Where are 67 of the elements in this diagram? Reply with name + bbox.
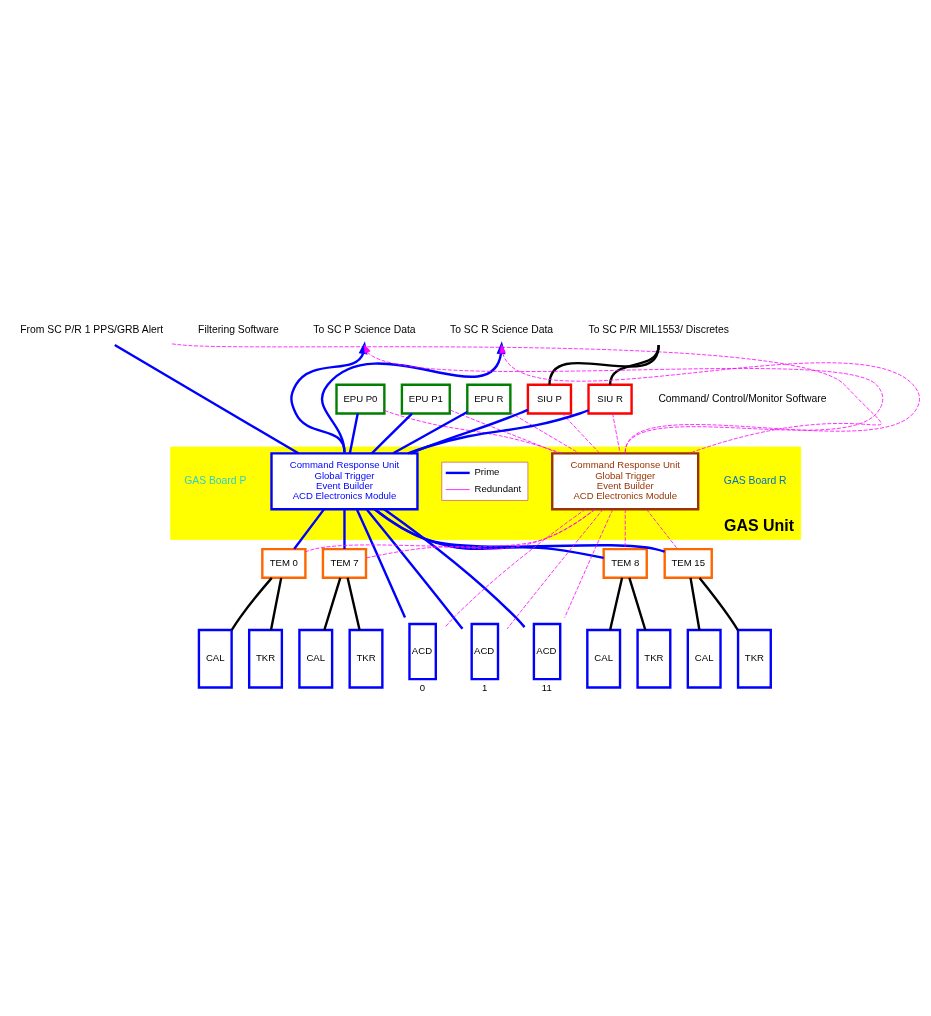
node-box: TEM 15	[663, 547, 713, 579]
connector	[392, 410, 468, 455]
node-box: EPU R	[466, 383, 512, 415]
arrow	[499, 344, 920, 453]
node-box: TKR	[247, 628, 284, 689]
node-label: 0	[419, 682, 426, 694]
node-label: 1	[482, 682, 488, 694]
connector	[449, 409, 560, 454]
node-label: GAS Board R	[723, 474, 787, 486]
node-text: To SC P Science Data	[313, 324, 416, 336]
node-box: EPU P0	[335, 383, 386, 415]
node-label: GAS Board P	[184, 474, 247, 486]
node-box: SIU P	[526, 383, 573, 415]
node-box: TKR	[348, 628, 384, 689]
arrow	[364, 344, 884, 453]
connector	[624, 508, 626, 550]
legend-label: Redundant	[474, 483, 522, 495]
node-box: CAL	[298, 628, 334, 689]
connector	[384, 410, 563, 454]
connector	[365, 508, 464, 630]
node-box: TEM 0	[261, 547, 307, 579]
connector	[371, 412, 413, 455]
connector	[548, 344, 660, 385]
connector	[628, 577, 647, 631]
node-text: To SC P/R MIL1553/ Discretes	[588, 324, 729, 336]
legend-label: Prime	[474, 466, 500, 478]
connector	[355, 508, 407, 619]
node-box: Command Response Unit Global Trigger Event Builder ACD Electronics Module	[270, 452, 419, 511]
connector	[410, 408, 529, 455]
node-box: TKR	[636, 628, 672, 689]
node-box: TEM 7	[321, 547, 368, 579]
connector	[407, 409, 589, 455]
label: Command/ Control/Monitor Software	[658, 392, 827, 404]
connector	[346, 577, 361, 631]
connector	[230, 577, 273, 631]
node-text: To SC R Science Data	[450, 324, 554, 336]
node-box: CAL	[686, 628, 722, 689]
connector	[269, 577, 283, 631]
connector	[444, 508, 586, 628]
connector	[608, 577, 624, 631]
connector	[373, 508, 665, 553]
connector	[564, 509, 614, 618]
connector	[114, 343, 299, 455]
node-box: CAL	[586, 628, 622, 689]
node-box: SIU R	[587, 383, 633, 415]
connector	[689, 577, 701, 631]
connector	[293, 508, 325, 550]
node-text: From SC P/R 1 PPS/GRB Alert	[20, 324, 164, 336]
connector	[343, 509, 346, 549]
node-box: Command Response Unit Global Trigger Event Builder ACD Electronics Module	[551, 452, 700, 511]
connector	[561, 413, 601, 454]
node-box: TEM 8	[602, 547, 648, 579]
node-box: EPU P1	[400, 383, 451, 415]
node-box: TKR	[736, 628, 772, 689]
node-label: 11	[541, 682, 552, 694]
connector	[510, 412, 580, 454]
connector	[646, 508, 678, 550]
connector	[698, 577, 740, 632]
connector	[323, 577, 342, 631]
connector	[383, 508, 526, 628]
node-box: CAL	[197, 628, 233, 689]
connector	[506, 508, 604, 630]
connector	[305, 508, 596, 553]
label: Filtering Software	[198, 324, 279, 336]
connector	[608, 344, 660, 385]
connector	[612, 413, 621, 454]
connector	[348, 413, 359, 454]
